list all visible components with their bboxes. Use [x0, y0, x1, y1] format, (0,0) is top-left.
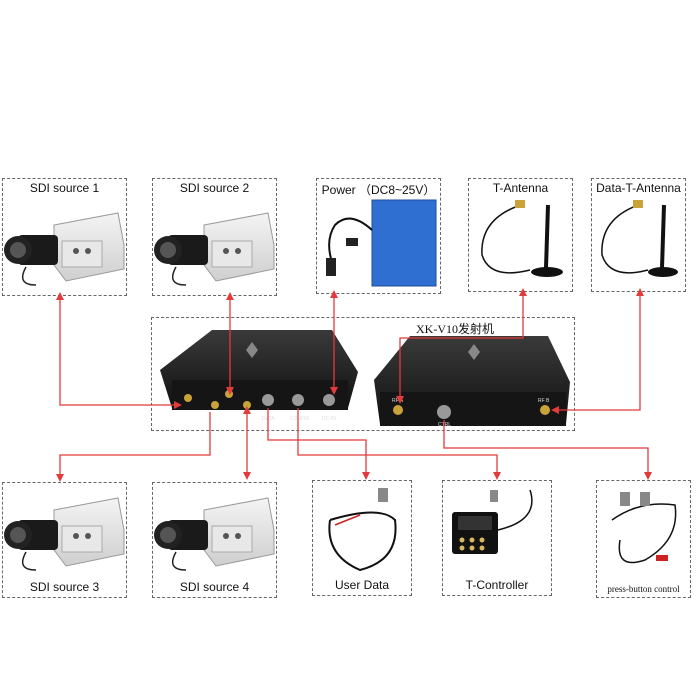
port-label-rf-b: RF B: [538, 398, 550, 404]
power-label: Power （DC8~25V）: [321, 183, 436, 197]
controller-icon: [452, 489, 533, 554]
arrow-sdi3: [56, 412, 211, 482]
arrow-data-t-antenna: [551, 288, 644, 414]
arrow-press-button: [443, 420, 652, 480]
transmitter-front-icon: DATA CONFIG DC-IN: [160, 330, 358, 422]
camera-icon: [4, 497, 125, 571]
press-button-cable-icon: [611, 492, 677, 564]
data-t-antenna-label: Data-T-Antenna: [596, 181, 681, 195]
user-data-label: User Data: [334, 578, 390, 592]
arrow-user-data: [267, 408, 370, 480]
sdi-source-2-label: SDI source 2: [179, 181, 250, 195]
connection-arrows: [56, 288, 652, 482]
arrow-sdi1: [56, 292, 182, 409]
sdi-source-4-label: SDI source 4: [179, 580, 250, 594]
t-antenna-label: T-Antenna: [492, 181, 549, 195]
t-controller-label: T-Controller: [465, 578, 529, 592]
sdi-source-3-label: SDI source 3: [29, 580, 100, 594]
battery-icon: [326, 199, 437, 287]
arrow-t-antenna: [396, 288, 527, 404]
camera-icon: [154, 212, 275, 286]
port-label-rf-a: RF A: [392, 398, 404, 404]
antenna-icon: [481, 200, 563, 277]
transmitter-back-icon: RF A RF B CTRL: [374, 336, 570, 428]
camera-icon: [4, 212, 125, 286]
sdi-source-1-label: SDI source 1: [29, 181, 100, 195]
port-label-dc-in: DC-IN: [322, 416, 336, 422]
cable-icon: [328, 488, 397, 572]
camera-icon: [154, 497, 275, 571]
antenna-icon: [601, 200, 678, 277]
arrow-t-controller: [297, 408, 501, 480]
port-label-config: CONFIG: [290, 416, 310, 422]
press-button-label: press-button control: [607, 584, 680, 594]
